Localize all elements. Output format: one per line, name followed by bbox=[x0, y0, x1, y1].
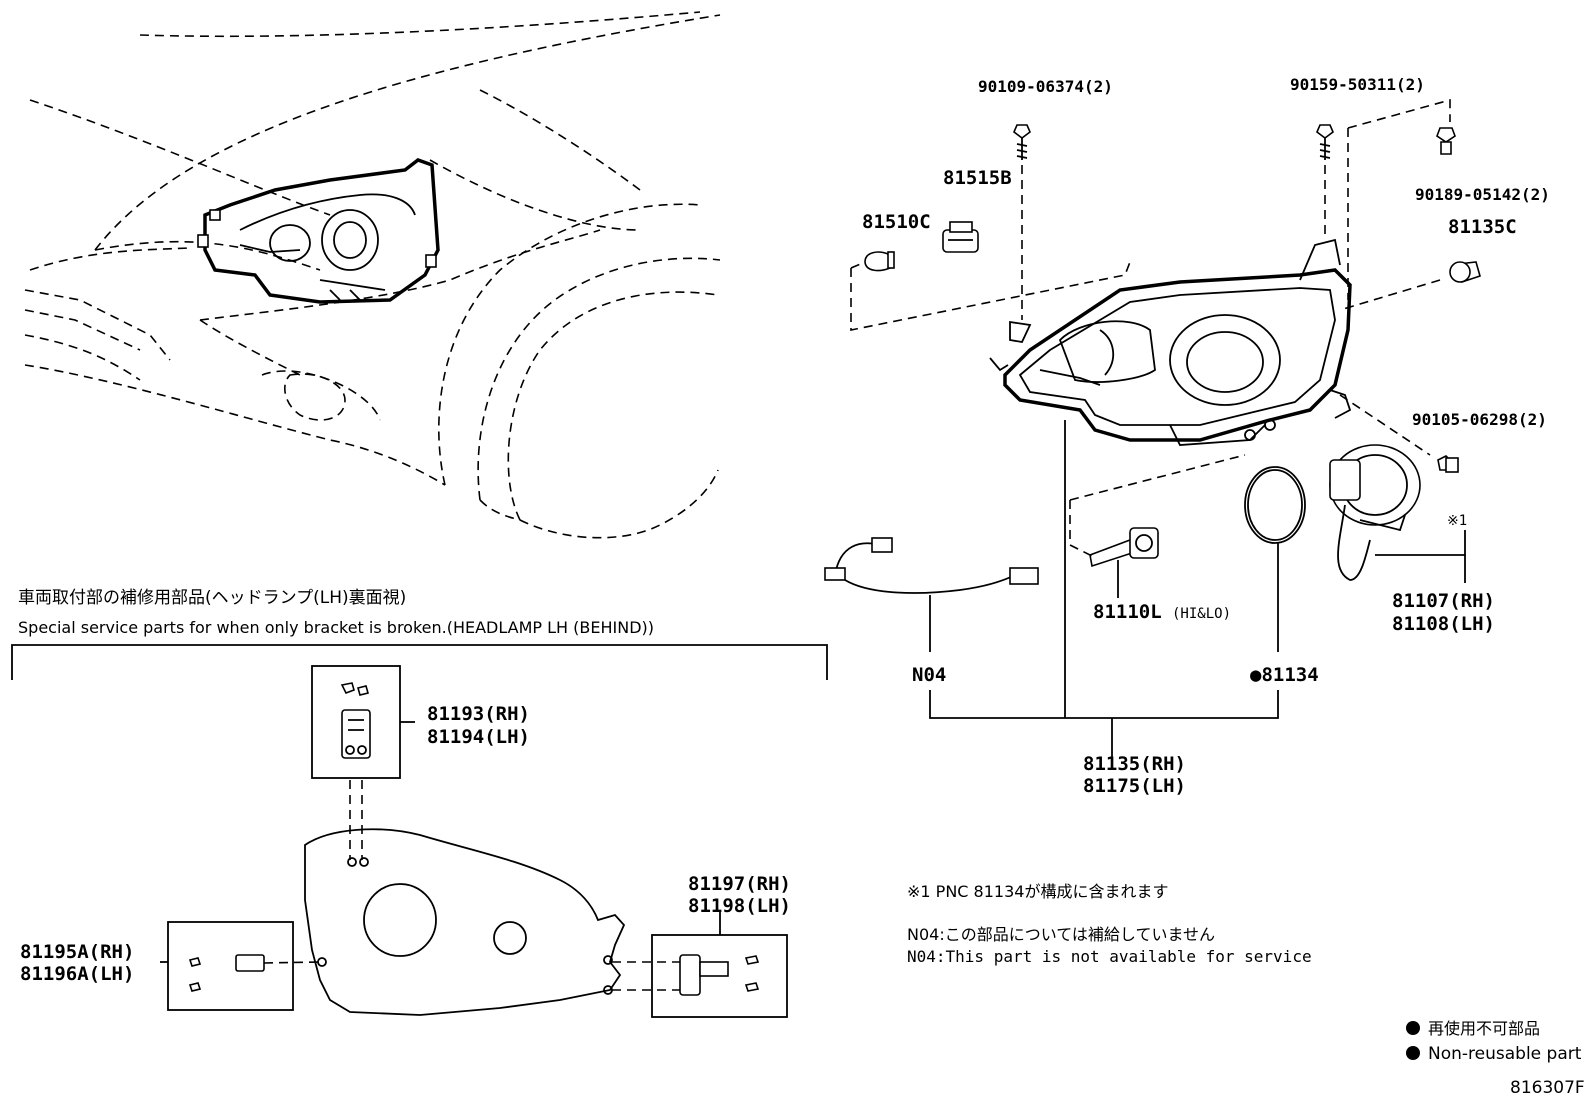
figure-id: 816307F bbox=[1510, 1078, 1585, 1098]
bulb-81510c bbox=[864, 251, 895, 272]
clip-90189 bbox=[1436, 127, 1456, 155]
label-90109: 90109-06374(2) bbox=[978, 77, 1113, 96]
special-title-jp: 車両取付部の補修用部品(ヘッドランプ(LH)裏面視) bbox=[18, 587, 406, 608]
label-90159: 90159-50311(2) bbox=[1290, 75, 1425, 94]
bolt-90109 bbox=[1013, 124, 1031, 160]
label-81135c: 81135C bbox=[1448, 216, 1517, 238]
label-81195a: 81195A(RH) bbox=[20, 941, 134, 963]
special-bracket-frame bbox=[11, 644, 828, 680]
hid-bulb-81110l bbox=[1089, 527, 1159, 590]
label-81194: 81194(LH) bbox=[427, 726, 530, 748]
bracket-81195a bbox=[160, 921, 294, 1011]
legend-jp: 再使用不可部品 bbox=[1428, 1019, 1540, 1038]
note-n04-jp: N04:この部品については補給していません bbox=[907, 925, 1215, 944]
legend-en: Non-reusable part bbox=[1428, 1044, 1582, 1064]
special-title-en: Special service parts for when only brac… bbox=[18, 618, 654, 637]
o-ring-81134 bbox=[1244, 466, 1306, 652]
wire-harness-n04 bbox=[824, 537, 1039, 594]
headlamp-assembly bbox=[989, 238, 1352, 446]
socket-81515b bbox=[942, 221, 979, 253]
headlamp-exploded-view bbox=[824, 98, 1481, 758]
headlamp-back-housing bbox=[304, 828, 626, 1016]
ballast-81107 bbox=[1329, 444, 1466, 581]
label-81108: 81108(LH) bbox=[1392, 613, 1495, 635]
label-81107: 81107(RH) bbox=[1392, 590, 1495, 612]
label-81198: 81198(LH) bbox=[688, 895, 791, 917]
label-81193: 81193(RH) bbox=[427, 703, 530, 725]
note-pnc-81134: ※1 PNC 81134が構成に含まれます bbox=[907, 882, 1168, 901]
label-81135: 81135(RH) bbox=[1083, 753, 1186, 775]
legend-bullet-icon bbox=[1406, 1021, 1420, 1035]
legend-bullet-icon bbox=[1406, 1046, 1420, 1060]
bracket-81197 bbox=[651, 912, 788, 1018]
label-81110l: 81110L bbox=[1093, 601, 1162, 623]
label-81515b: 81515B bbox=[943, 167, 1012, 189]
label-81510c: 81510C bbox=[862, 211, 931, 233]
bolt-90159 bbox=[1316, 124, 1334, 160]
label-81175: 81175(LH) bbox=[1083, 775, 1186, 797]
label-81110l-note: (HI&LO) bbox=[1172, 606, 1231, 622]
label-81134: ●81134 bbox=[1250, 664, 1319, 686]
note-n04-en: N04:This part is not available for servi… bbox=[907, 947, 1312, 966]
vehicle-front-outline bbox=[24, 11, 721, 539]
bracket-81193 bbox=[311, 665, 415, 779]
label-90189: 90189-05142(2) bbox=[1415, 185, 1550, 204]
grommet-81135c bbox=[1449, 261, 1481, 284]
screw-90105 bbox=[1437, 455, 1459, 473]
label-n04: N04 bbox=[912, 664, 946, 686]
label-90105: 90105-06298(2) bbox=[1412, 410, 1547, 429]
label-81196a: 81196A(LH) bbox=[20, 963, 134, 985]
label-mark1: ※1 bbox=[1447, 513, 1467, 529]
label-81197: 81197(RH) bbox=[688, 873, 791, 895]
